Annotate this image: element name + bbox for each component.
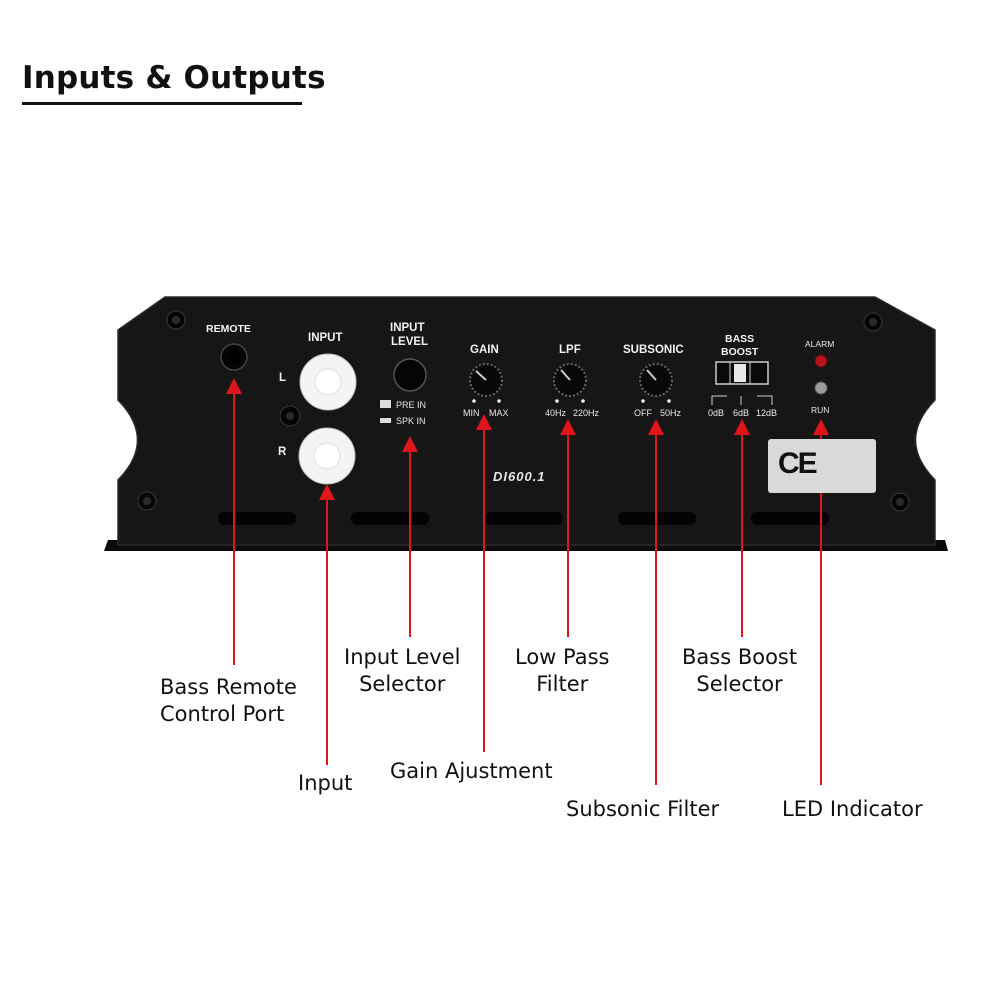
callout-lpf-line-1: Low Pass [515,645,610,669]
callout-input-level: Input Level Selector [344,644,460,698]
run-label: RUN [811,405,830,415]
vent-slot [218,512,296,525]
gain-knob [469,363,503,403]
run-led [814,381,828,395]
lpf-max-label: 220Hz [573,408,600,418]
alarm-label: ALARM [805,339,835,349]
heading-underline [22,102,302,105]
callout-bass-boost-line-2: Selector [696,672,783,696]
bass-boost-switch [711,361,773,405]
callout-input: Input [298,771,353,795]
subsonic-min-label: OFF [634,408,652,418]
remote-port [220,343,248,371]
boost-6db-label: 6dB [733,408,750,418]
vent-slot [751,512,829,525]
screw-top-right [863,312,883,332]
alarm-led [814,354,828,368]
vent-slot [351,512,429,525]
callout-input-level-line-2: Selector [359,672,446,696]
boost-0db-label: 0dB [708,408,725,418]
input-level-label-1: INPUT [390,322,425,334]
model-label: DI600.1 [493,469,546,484]
ce-mark: CE [778,447,818,480]
callout-remote: Bass Remote Control Port [160,674,297,728]
callout-remote-line-2: Control Port [160,702,285,726]
callout-lpf: Low Pass Filter [515,644,610,698]
subsonic-max-label: 50Hz [660,408,682,418]
spk-in-indicator-icon [380,418,391,423]
screw-bottom-left [137,491,157,511]
pre-in-indicator-icon [380,400,391,408]
subsonic-label: SUBSONIC [623,344,684,356]
callout-lpf-line-2: Filter [536,672,589,696]
rca-input-right [298,427,356,485]
rca-input-left [299,353,357,411]
callout-bass-boost-line-1: Bass Boost [682,645,798,669]
subsonic-knob [639,363,673,403]
callout-remote-line-1: Bass Remote [160,675,297,699]
callout-bass-boost: Bass Boost Selector [682,644,797,698]
screw-bottom-right [890,492,910,512]
callout-input-level-line-1: Input Level [344,645,461,669]
channel-r-label: R [278,446,287,458]
page-heading: Inputs & Outputs [22,60,326,96]
certification-plate [768,439,876,493]
lpf-knob [553,363,587,403]
gain-max-label: MAX [489,408,509,418]
vent-slot [485,512,563,525]
remote-label: REMOTE [206,323,251,335]
spk-in-label: SPK IN [396,416,426,426]
pre-in-label: PRE IN [396,400,427,410]
callout-gain: Gain Ajustment [390,759,553,783]
lpf-label: LPF [559,344,581,356]
input-label: INPUT [308,332,343,344]
channel-l-label: L [279,372,287,384]
callout-subsonic: Subsonic Filter [566,797,720,821]
gain-min-label: MIN [463,408,480,418]
boost-12db-label: 12dB [756,408,778,418]
gain-label: GAIN [470,344,499,356]
bass-boost-label-2: BOOST [721,346,759,358]
input-level-button [393,358,427,392]
ground-screw [279,405,301,427]
lpf-min-label: 40Hz [545,408,567,418]
input-level-label-2: LEVEL [391,336,429,348]
callout-led: LED Indicator [782,797,923,821]
screw-top-left [166,310,186,330]
bass-boost-label-1: BASS [725,333,755,345]
